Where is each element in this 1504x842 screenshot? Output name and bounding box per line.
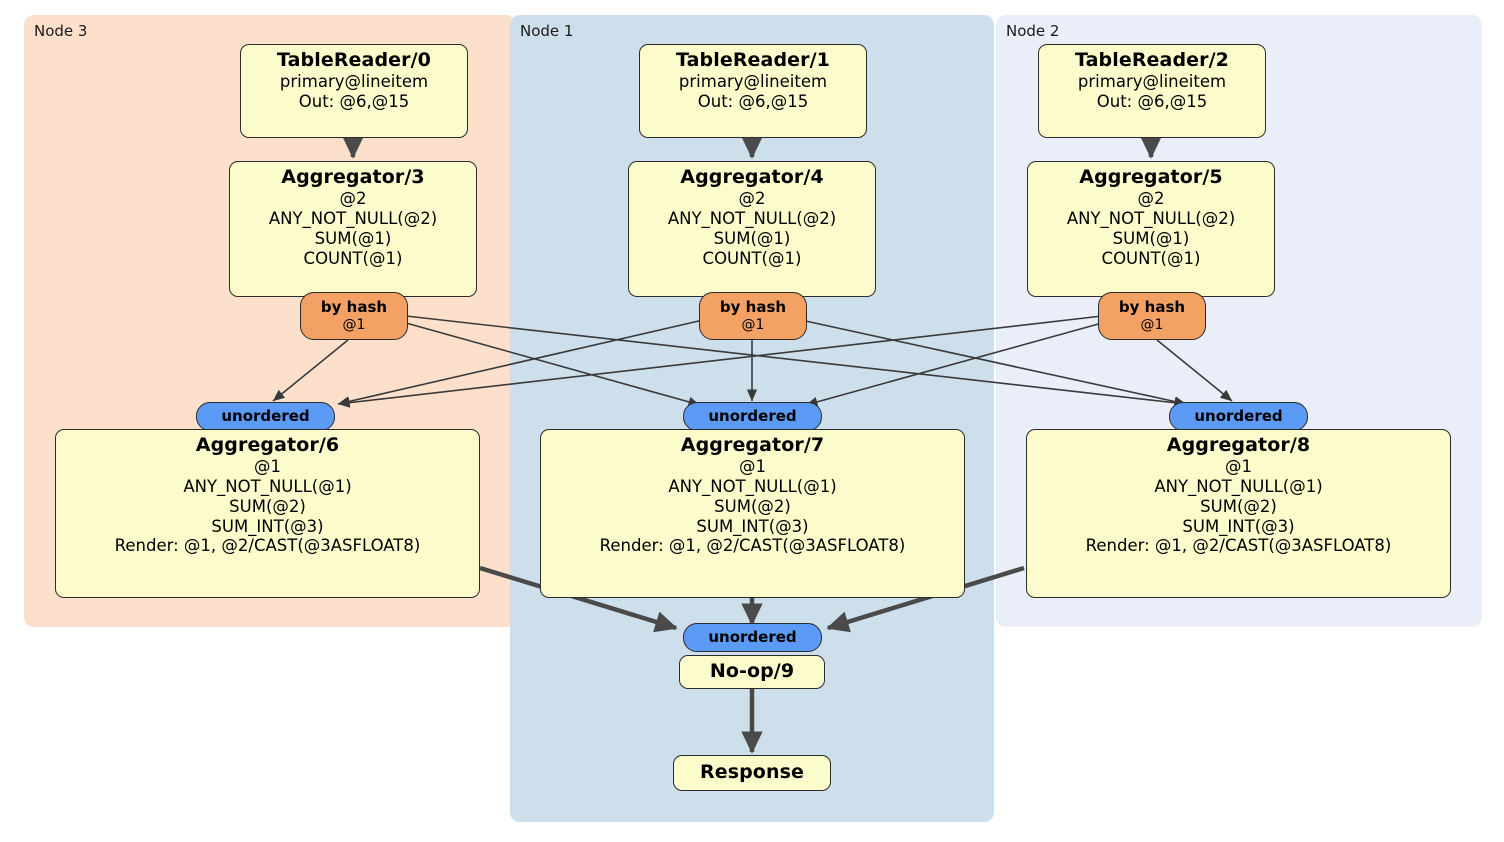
op-title: Aggregator/3	[281, 166, 425, 188]
op-box-aggregator-6[interactable]: Aggregator/6 @1 ANY_NOT_NULL(@1) SUM(@2)…	[55, 429, 480, 598]
op-title: Aggregator/8	[1166, 434, 1311, 456]
op-title: Aggregator/5	[1079, 166, 1223, 188]
op-title: Aggregator/6	[195, 434, 340, 456]
op-agg-0: ANY_NOT_NULL(@1)	[668, 476, 837, 496]
synchronizer-label: unordered	[708, 627, 797, 646]
op-agg-1: SUM(@2)	[229, 496, 306, 516]
op-agg-0: ANY_NOT_NULL(@1)	[1154, 476, 1323, 496]
op-box-aggregator-7[interactable]: Aggregator/7 @1 ANY_NOT_NULL(@1) SUM(@2)…	[540, 429, 965, 598]
op-agg-1: SUM(@1)	[1112, 228, 1190, 248]
router-by-hash-node2[interactable]: by hash @1	[1098, 292, 1206, 340]
op-agg-1: SUM(@2)	[1200, 496, 1277, 516]
synchronizer-label: unordered	[708, 406, 797, 425]
synchronizer-unordered-node1[interactable]: unordered	[683, 402, 822, 431]
op-group: @2	[339, 189, 367, 209]
op-agg-0: ANY_NOT_NULL(@1)	[183, 476, 352, 496]
op-agg-1: SUM(@2)	[714, 496, 791, 516]
node-panel-label-node2: Node 2	[1006, 22, 1060, 40]
op-box-tablereader-0[interactable]: TableReader/0 primary@lineitem Out: @6,@…	[240, 44, 468, 138]
op-agg-0: ANY_NOT_NULL(@2)	[1066, 208, 1236, 228]
op-group: @2	[738, 189, 766, 209]
synchronizer-label: unordered	[1194, 406, 1283, 425]
router-kind: by hash	[320, 298, 388, 317]
op-group: @1	[1225, 457, 1252, 477]
op-title: Response	[699, 761, 804, 784]
op-table: primary@lineitem	[279, 72, 429, 92]
op-agg-2: COUNT(@1)	[1101, 248, 1201, 268]
op-agg-0: ANY_NOT_NULL(@2)	[667, 208, 837, 228]
node-panel-label-node1: Node 1	[520, 22, 574, 40]
op-out: Out: @6,@15	[1096, 91, 1208, 111]
op-agg-2: SUM_INT(@3)	[696, 516, 809, 536]
router-by-hash-node1[interactable]: by hash @1	[699, 292, 807, 340]
synchronizer-unordered-node2[interactable]: unordered	[1169, 402, 1308, 431]
op-box-aggregator-4[interactable]: Aggregator/4 @2 ANY_NOT_NULL(@2) SUM(@1)…	[628, 161, 876, 297]
router-by-hash-node3[interactable]: by hash @1	[300, 292, 408, 340]
op-table: primary@lineitem	[1077, 72, 1227, 92]
op-title: TableReader/0	[277, 49, 431, 71]
op-title: Aggregator/7	[680, 434, 825, 456]
router-kind: by hash	[1118, 298, 1186, 317]
op-group: @2	[1137, 189, 1165, 209]
op-box-tablereader-2[interactable]: TableReader/2 primary@lineitem Out: @6,@…	[1038, 44, 1266, 138]
op-agg-0: ANY_NOT_NULL(@2)	[268, 208, 438, 228]
synchronizer-label: unordered	[221, 406, 310, 425]
synchronizer-unordered-final[interactable]: unordered	[683, 623, 822, 652]
op-table: primary@lineitem	[678, 72, 828, 92]
op-out: Out: @6,@15	[298, 91, 410, 111]
op-agg-2: COUNT(@1)	[702, 248, 802, 268]
op-render: Render: @1, @2/CAST(@3ASFLOAT8)	[114, 536, 421, 556]
op-box-aggregator-8[interactable]: Aggregator/8 @1 ANY_NOT_NULL(@1) SUM(@2)…	[1026, 429, 1451, 598]
op-agg-1: SUM(@1)	[713, 228, 791, 248]
router-column: @1	[1140, 316, 1164, 333]
op-box-response[interactable]: Response	[673, 755, 831, 791]
op-out: Out: @6,@15	[697, 91, 809, 111]
op-render: Render: @1, @2/CAST(@3ASFLOAT8)	[1085, 536, 1392, 556]
op-render: Render: @1, @2/CAST(@3ASFLOAT8)	[599, 536, 906, 556]
op-title: TableReader/2	[1075, 49, 1229, 71]
op-agg-2: SUM_INT(@3)	[1182, 516, 1295, 536]
router-column: @1	[342, 316, 366, 333]
op-box-noop-9[interactable]: No-op/9	[679, 655, 825, 689]
op-box-aggregator-3[interactable]: Aggregator/3 @2 ANY_NOT_NULL(@2) SUM(@1)…	[229, 161, 477, 297]
op-group: @1	[254, 457, 281, 477]
op-agg-2: COUNT(@1)	[303, 248, 403, 268]
op-agg-1: SUM(@1)	[314, 228, 392, 248]
op-box-aggregator-5[interactable]: Aggregator/5 @2 ANY_NOT_NULL(@2) SUM(@1)…	[1027, 161, 1275, 297]
node-panel-label-node3: Node 3	[34, 22, 88, 40]
router-column: @1	[741, 316, 765, 333]
op-title: No-op/9	[709, 660, 795, 683]
op-agg-2: SUM_INT(@3)	[211, 516, 324, 536]
op-box-tablereader-1[interactable]: TableReader/1 primary@lineitem Out: @6,@…	[639, 44, 867, 138]
synchronizer-unordered-node3[interactable]: unordered	[196, 402, 335, 431]
op-title: Aggregator/4	[680, 166, 824, 188]
router-kind: by hash	[719, 298, 787, 317]
op-group: @1	[739, 457, 766, 477]
op-title: TableReader/1	[676, 49, 830, 71]
